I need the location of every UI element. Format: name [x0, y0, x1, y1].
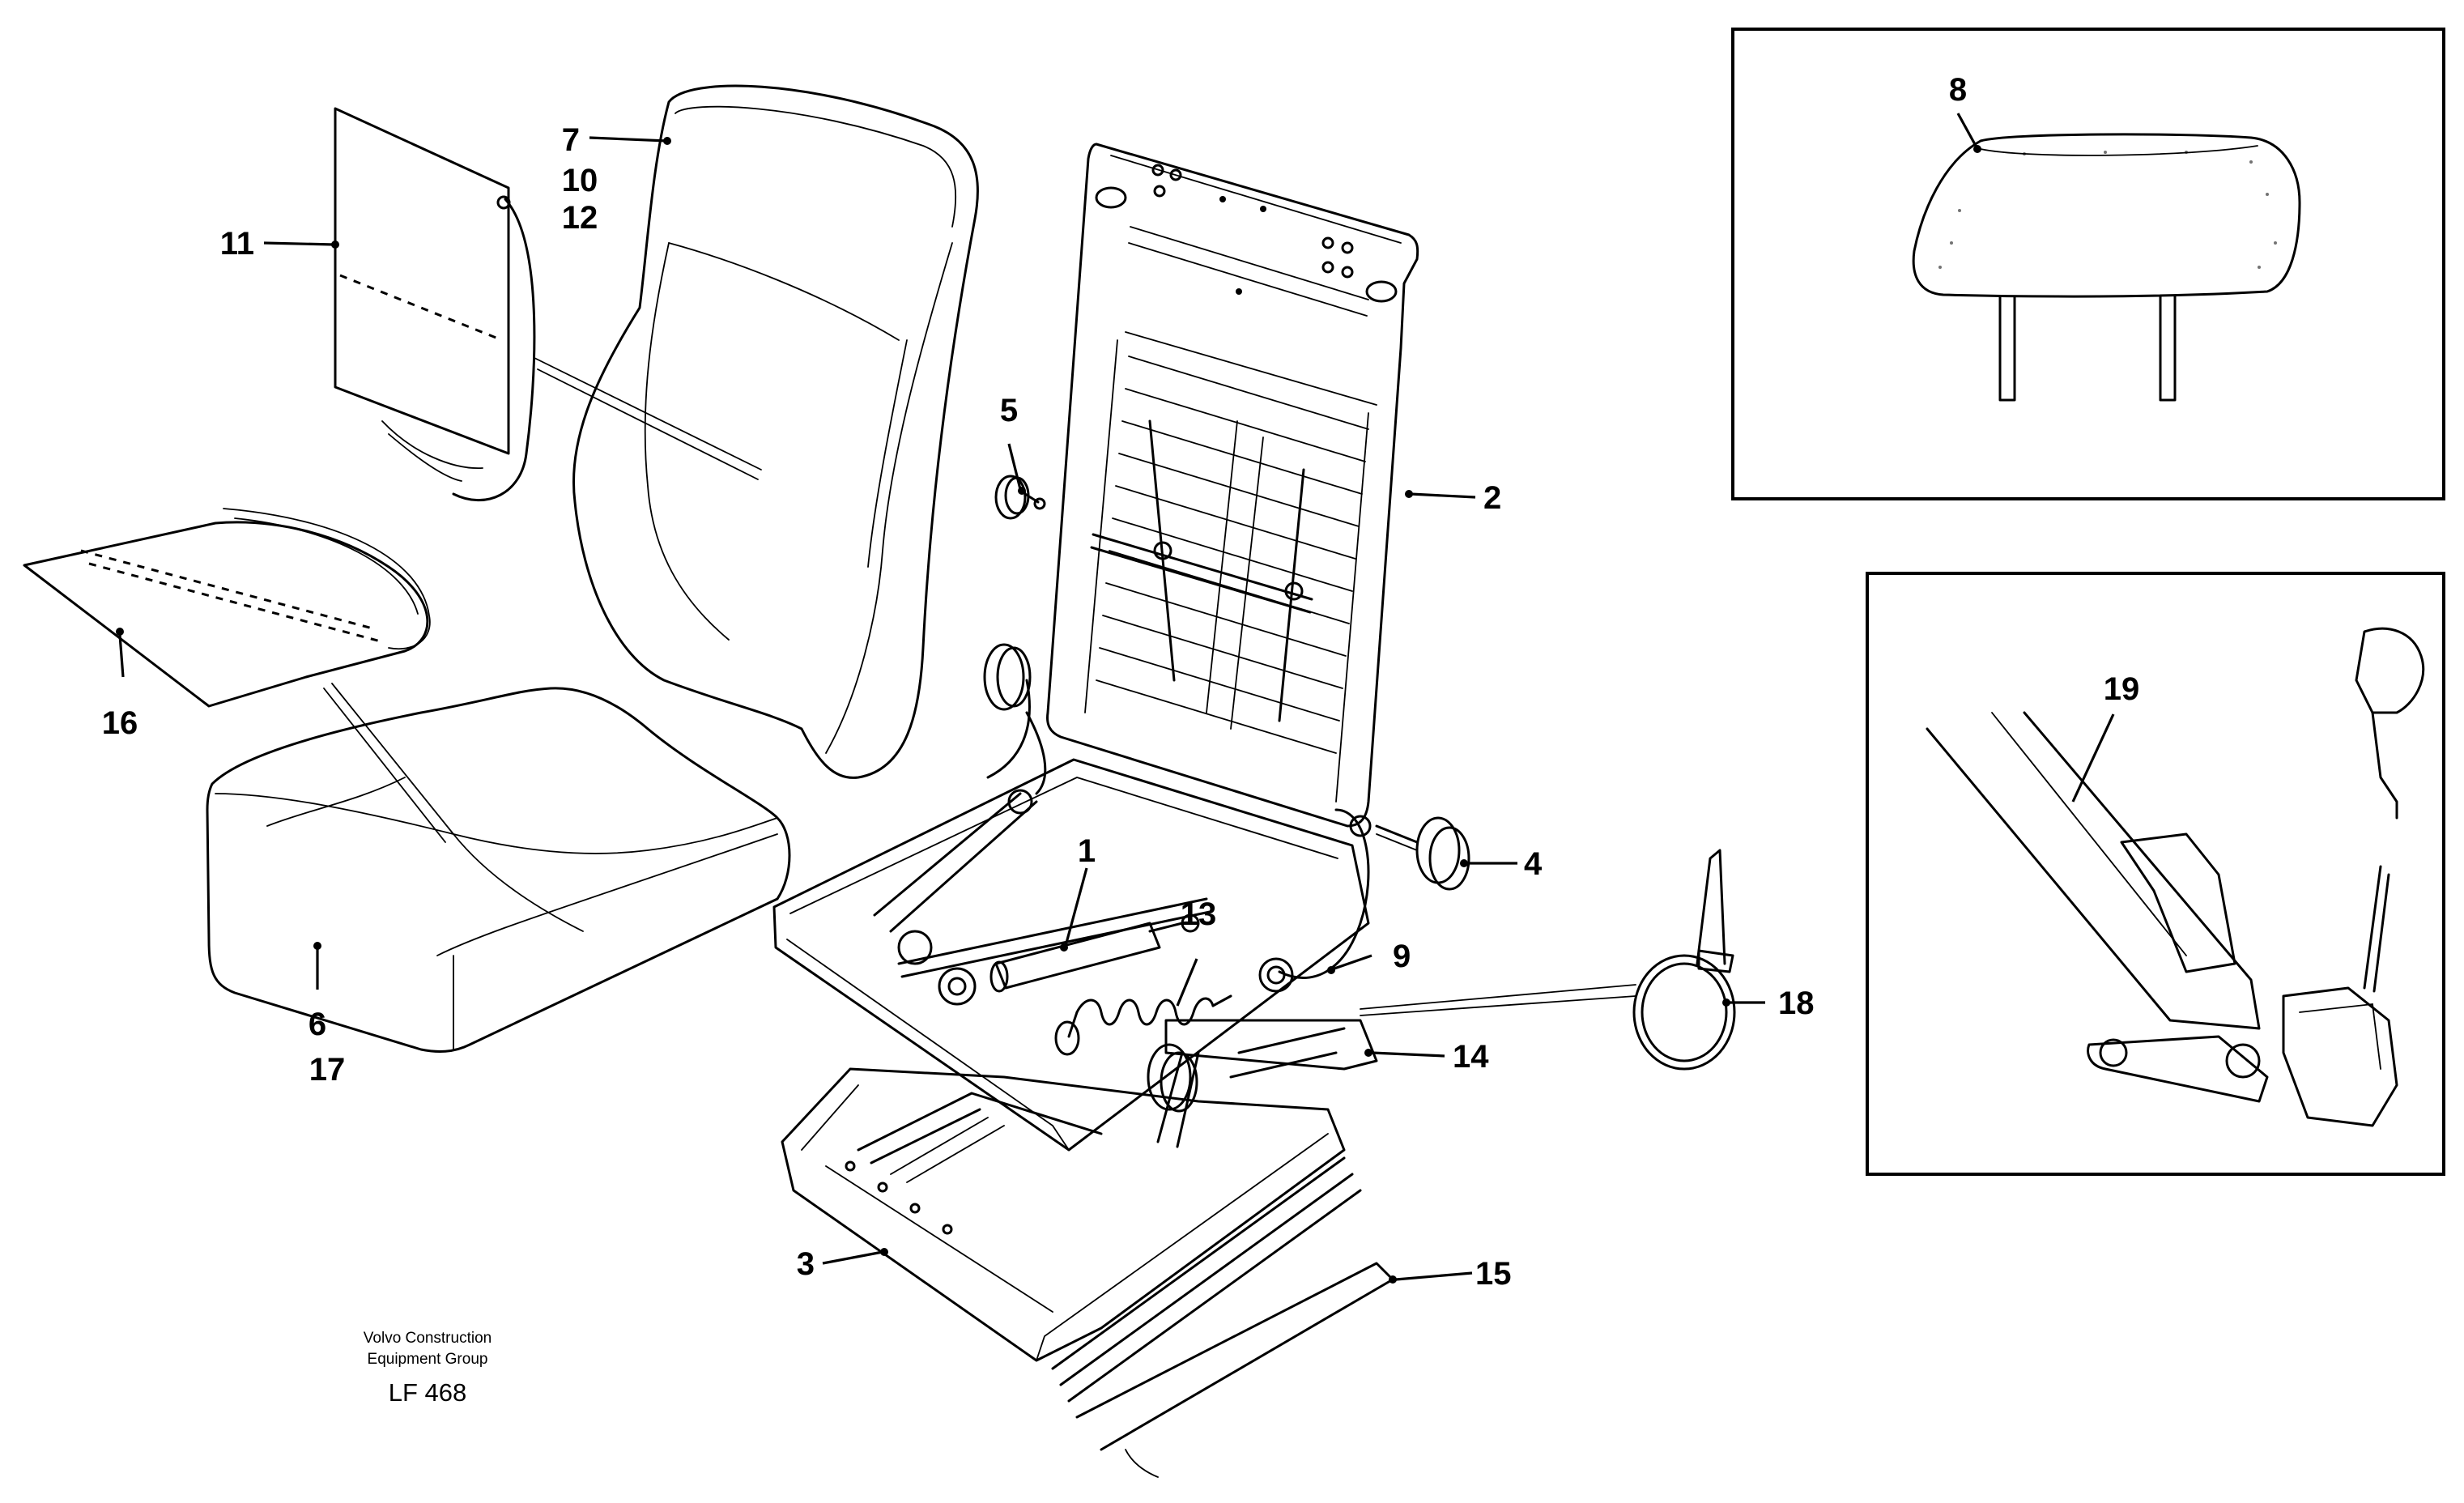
callout-10: 10	[562, 163, 598, 198]
callout-7: 7	[562, 122, 580, 158]
seat-pan-frame	[772, 758, 1370, 1152]
publisher-footer: Volvo Construction Equipment Group LF 46…	[364, 1330, 492, 1407]
backrest-cushion-part-7	[534, 84, 979, 779]
pivot-bracket-part-9	[1258, 808, 1370, 993]
callout-15: 15	[1475, 1256, 1512, 1292]
callout-8: 8	[1949, 72, 1967, 108]
callout-4: 4	[1524, 846, 1543, 882]
callout-18: 18	[1778, 986, 1815, 1021]
seat-cover-panel-part-16	[23, 508, 431, 708]
callout-2: 2	[1483, 480, 1501, 516]
callout-19: 19	[2104, 671, 2140, 707]
callout-labels: 7 10 12 11 16 6 17 5 2 4 1 13 9 18 14 15…	[102, 72, 2140, 1292]
pivot-knob-left	[983, 643, 1047, 795]
bellows-part-15	[1051, 1156, 1394, 1478]
callout-11: 11	[220, 226, 254, 262]
backrest-frame-part-2	[1046, 143, 1419, 828]
adjuster-knob-part-5	[994, 475, 1046, 520]
coil-spring-part-13	[1054, 994, 1232, 1056]
callout-1: 1	[1078, 833, 1096, 869]
callout-6: 6	[309, 1007, 326, 1042]
shock-absorber-part-1	[897, 897, 1211, 1006]
footer-line-1: Volvo Construction	[364, 1330, 492, 1347]
footer-drawing-code: LF 468	[389, 1378, 467, 1407]
seatbelt-inset	[1866, 572, 2445, 1176]
headrest-inset	[1731, 28, 2445, 500]
callout-12: 12	[562, 200, 598, 236]
seat-cushion-part-6	[206, 683, 791, 1053]
cable-tie-part-18	[1360, 849, 1736, 1071]
leader-lines	[116, 113, 2115, 1284]
callout-13: 13	[1181, 896, 1217, 932]
adjuster-knob-part-4	[1349, 815, 1470, 891]
base-frame-part-3	[781, 1067, 1346, 1362]
callout-9: 9	[1393, 939, 1411, 974]
back-cover-panel-part-11	[334, 107, 536, 502]
scissor-bracket-part-14	[1147, 1019, 1378, 1148]
callout-5: 5	[1000, 393, 1018, 428]
callout-3: 3	[797, 1246, 815, 1282]
callout-14: 14	[1453, 1039, 1489, 1075]
callout-16: 16	[102, 705, 138, 741]
footer-line-2: Equipment Group	[368, 1351, 488, 1368]
callout-17: 17	[309, 1052, 346, 1088]
